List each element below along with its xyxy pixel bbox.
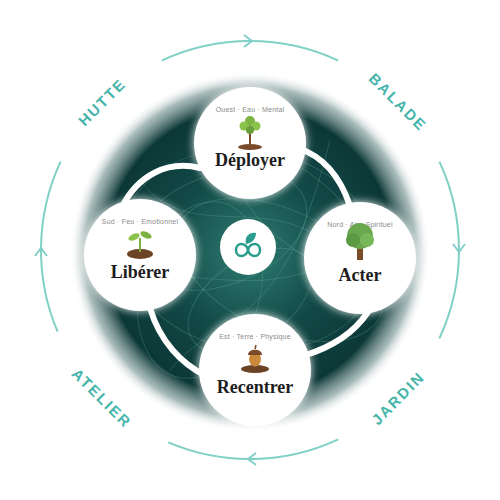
infinity-symbol [236,244,260,256]
element-caption: Est · Terre · Physique [219,332,291,341]
stage-title: Acter [339,265,382,285]
element-caption: Nord · Air · Spirituel [327,220,392,229]
stage-title: Déployer [215,150,285,170]
ring-arrowheads [35,35,465,465]
place-label: JARDIN [368,368,428,428]
place-label: ATELIER [69,365,136,432]
stage-circle: Est · Terre · PhysiqueRecentrer [199,314,311,426]
element-caption: Sud · Feu · Emotionnel [102,217,178,226]
stage-title: Recentrer [217,377,294,397]
center-logo-disc [220,219,276,275]
cycle-ring [41,41,459,459]
element-caption: Ouest · Eau · Mental [216,105,285,114]
stage-circle: Nord · Air · SpirituelActer [304,202,416,314]
place-label: HUTTE [75,75,129,129]
stage-circle: Ouest · Eau · MentalDéployer [194,87,306,199]
stage-circle: Sud · Feu · EmotionnelLibérer [84,199,196,311]
stage-title: Libérer [111,262,170,282]
logo-leaf [246,233,256,244]
place-label: BALADE [366,70,431,135]
dark-disc [70,72,430,432]
